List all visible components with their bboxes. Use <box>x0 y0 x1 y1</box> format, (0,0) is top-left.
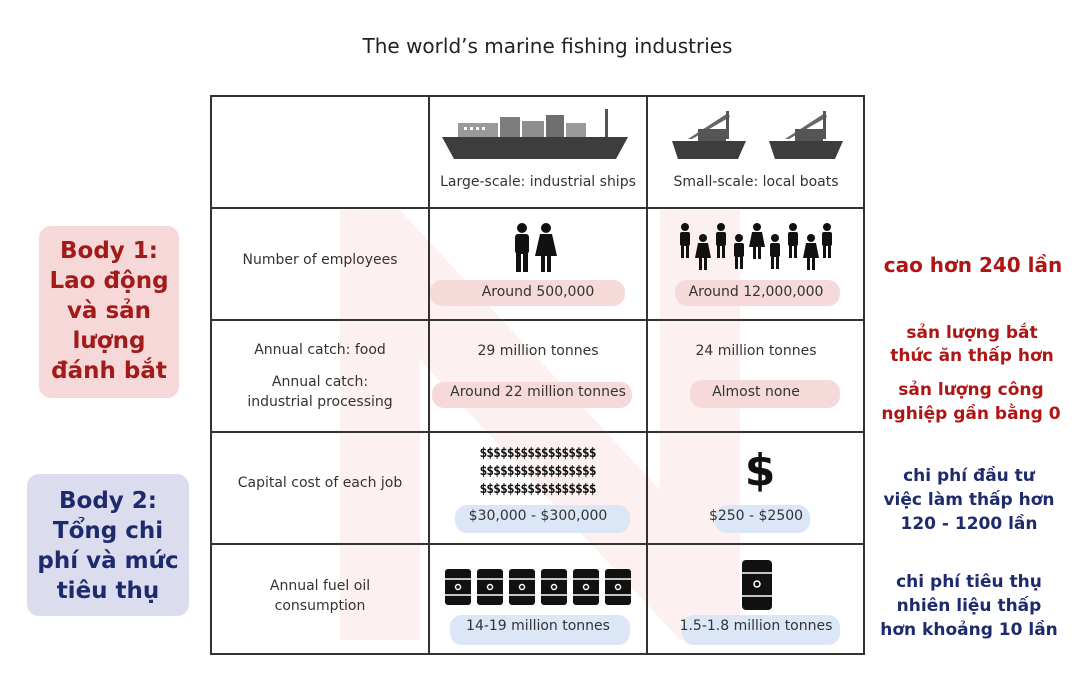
industrial-ship-icon <box>442 109 628 159</box>
note-employees: cao hơn 240 lần <box>883 253 1063 277</box>
capital-small-value: $250 - $2500 <box>708 508 804 524</box>
dollar-row: $$$$$$$$$$$$$$$$$ <box>479 464 596 479</box>
note-capital: chi phí đầu tư việc làm thấp hơn 120 - 1… <box>862 464 1076 536</box>
local-boat-icon <box>769 111 843 159</box>
highlight-industrial-large <box>432 382 632 408</box>
row-label-fuel-1: Annual fuel oil <box>269 578 371 594</box>
person-icon <box>680 223 832 270</box>
capital-small-symbol: $ <box>744 445 776 496</box>
note-line: 120 - 1200 lần <box>900 514 1038 534</box>
catch-industrial-small-value: Almost none <box>712 384 800 400</box>
body-1-line: đánh bắt <box>51 358 167 384</box>
row-label-capital: Capital cost of each job <box>237 475 403 491</box>
body-2-box: Body 2: Tổng chi phí và mức tiêu thụ <box>27 474 189 616</box>
row-label-employees: Number of employees <box>242 252 398 268</box>
comparison-table <box>210 95 865 655</box>
highlight-employees-large <box>430 280 625 306</box>
fuel-large-value: 14-19 million tonnes <box>466 618 610 634</box>
note-line: nghiệp gần bằng 0 <box>881 404 1061 424</box>
dollar-row: $$$$$$$$$$$$$$$$$ <box>479 446 596 461</box>
row-label-catch-food: Annual catch: food <box>254 342 386 358</box>
oil-barrel-icon <box>742 560 772 610</box>
note-line: sản lượng bắt <box>906 323 1038 343</box>
body-1-line: lượng <box>72 328 146 354</box>
watermark-logo <box>340 210 740 640</box>
highlight-capital-small <box>715 505 810 533</box>
catch-food-large-value: 29 million tonnes <box>477 343 599 359</box>
highlight-employees-small <box>675 280 840 306</box>
oil-barrel-icon <box>445 569 631 605</box>
highlight-fuel-small <box>682 615 840 645</box>
body-2-line: Body 2: <box>59 488 157 514</box>
column-header-large-scale: Large-scale: industrial ships <box>440 174 636 190</box>
note-line: chi phí tiêu thụ <box>896 572 1042 592</box>
note-line: việc làm thấp hơn <box>883 490 1055 510</box>
capital-large-value: $30,000 - $300,000 <box>468 508 608 524</box>
note-line: thức ăn thấp hơn <box>890 346 1054 366</box>
employees-large-value: Around 500,000 <box>481 284 595 300</box>
row-label-catch-industrial-2: industrial processing <box>247 394 393 410</box>
catch-industrial-large-value: Around 22 million tonnes <box>450 384 626 400</box>
body-1-line: và sản <box>66 298 152 324</box>
note-catch-food: sản lượng bắt thức ăn thấp hơn <box>868 322 1076 368</box>
row-label-catch-industrial-1: Annual catch: <box>271 374 369 390</box>
body-2-line: tiêu thụ <box>56 578 160 604</box>
note-catch-industrial: sản lượng công nghiệp gần bằng 0 <box>865 378 1077 426</box>
capital-large-symbols: $$$$$$$$$$$$$$$$$ $$$$$$$$$$$$$$$$$ $$$$… <box>430 445 645 499</box>
dollar-row: $$$$$$$$$$$$$$$$$ <box>479 482 596 497</box>
note-line: chi phí đầu tư <box>903 466 1035 486</box>
catch-food-small-value: 24 million tonnes <box>695 343 817 359</box>
employees-small-value: Around 12,000,000 <box>688 284 824 300</box>
note-line: hơn khoảng 10 lần <box>880 620 1058 640</box>
column-header-small-scale: Small-scale: local boats <box>673 174 839 190</box>
body-2-line: phí và mức <box>37 548 179 574</box>
note-fuel: chi phí tiêu thụ nhiên liệu thấp hơn kho… <box>862 570 1076 642</box>
local-boat-icon <box>672 111 746 159</box>
note-line: nhiên liệu thấp <box>896 596 1042 616</box>
body-1-box: Body 1: Lao động và sản lượng đánh bắt <box>39 226 179 398</box>
body-1-line: Lao động <box>49 268 169 294</box>
note-line: sản lượng công <box>898 380 1044 400</box>
page-title: The world’s marine fishing industries <box>362 34 733 58</box>
body-1-line: Body 1: <box>60 238 158 264</box>
fuel-small-value: 1.5-1.8 million tonnes <box>679 618 833 634</box>
row-label-fuel-2: consumption <box>274 598 366 614</box>
highlight-capital-large <box>455 505 630 533</box>
person-icon <box>515 223 557 272</box>
body-2-line: Tổng chi <box>52 518 164 544</box>
highlight-industrial-small <box>690 380 840 408</box>
highlight-fuel-large <box>450 615 630 645</box>
